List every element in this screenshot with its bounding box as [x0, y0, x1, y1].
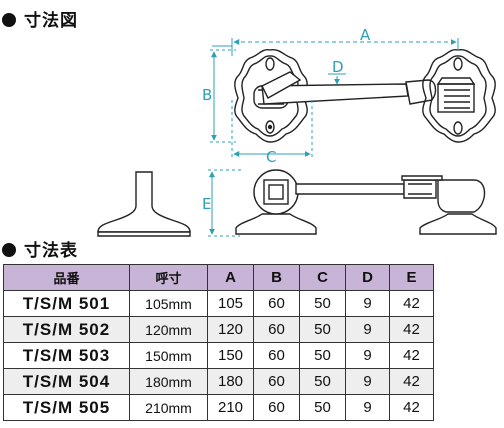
cell-b: 60 — [253, 368, 300, 395]
cell-d: 9 — [345, 316, 390, 343]
bullet-icon — [2, 243, 16, 257]
side-profile-left — [97, 171, 191, 237]
cell-e: 42 — [389, 368, 434, 395]
bullet-icon — [2, 13, 16, 27]
table-row: T/S/M 502 120mm 120 60 50 9 42 — [3, 316, 434, 343]
section-heading-table: 寸法表 — [2, 236, 78, 261]
cell-nominal-size: 105mm — [129, 290, 208, 317]
section-title: 寸法表 — [24, 241, 78, 261]
dimension-drawing: A B C D E — [97, 26, 497, 237]
cell-a: 120 — [207, 316, 254, 343]
section-title: 寸法図 — [24, 11, 78, 31]
cell-b: 60 — [253, 316, 300, 343]
cell-d: 9 — [345, 368, 390, 395]
header-b: B — [253, 264, 300, 291]
table-row: T/S/M 504 180mm 180 60 50 9 42 — [3, 368, 434, 395]
dimension-label-b: B — [202, 86, 212, 104]
right-plate-top-view — [422, 48, 496, 143]
cell-a: 180 — [207, 368, 254, 395]
dimension-label-c: C — [266, 148, 276, 166]
cell-c: 50 — [299, 394, 346, 421]
dimension-lines-top — [210, 38, 459, 158]
cell-nominal-size: 150mm — [129, 342, 208, 369]
header-a: A — [207, 264, 254, 291]
header-part-number: 品番 — [3, 264, 130, 291]
cell-a: 210 — [207, 394, 254, 421]
cell-b: 60 — [253, 394, 300, 421]
cell-part-number: T/S/M 504 — [3, 368, 130, 395]
cell-d: 9 — [345, 290, 390, 317]
cell-part-number: T/S/M 505 — [3, 394, 130, 421]
cell-e: 42 — [389, 290, 434, 317]
cell-part-number: T/S/M 503 — [3, 342, 130, 369]
table-header-row: 品番 呼寸 A B C D E — [3, 264, 434, 291]
cell-part-number: T/S/M 502 — [3, 316, 130, 343]
header-c: C — [299, 264, 346, 291]
header-e: E — [389, 264, 434, 291]
cell-a: 150 — [207, 342, 254, 369]
cell-part-number: T/S/M 501 — [3, 290, 130, 317]
dimension-label-e: E — [202, 195, 211, 213]
cell-c: 50 — [299, 342, 346, 369]
dimension-line-e — [208, 169, 244, 237]
cell-c: 50 — [299, 290, 346, 317]
cell-e: 42 — [389, 342, 434, 369]
table-row: T/S/M 505 210mm 210 60 50 9 42 — [3, 394, 434, 421]
cell-nominal-size: 210mm — [129, 394, 208, 421]
table-row: T/S/M 503 150mm 150 60 50 9 42 — [3, 342, 434, 369]
cell-c: 50 — [299, 368, 346, 395]
dimension-label-a: A — [360, 26, 371, 44]
cell-b: 60 — [253, 342, 300, 369]
dimension-label-d: D — [332, 58, 344, 76]
cell-c: 50 — [299, 316, 346, 343]
cell-d: 9 — [345, 394, 390, 421]
cell-b: 60 — [253, 290, 300, 317]
cell-e: 42 — [389, 394, 434, 421]
cell-a: 105 — [207, 290, 254, 317]
header-nominal-size: 呼寸 — [129, 264, 208, 291]
cell-nominal-size: 180mm — [129, 368, 208, 395]
section-heading-dimensions: 寸法図 — [2, 6, 78, 31]
cell-e: 42 — [389, 316, 434, 343]
cell-d: 9 — [345, 342, 390, 369]
dimension-table: 品番 呼寸 A B C D E T/S/M 501 105mm 105 60 5… — [3, 264, 434, 421]
side-view-assembly — [235, 169, 497, 235]
table-row: T/S/M 501 105mm 105 60 50 9 42 — [3, 290, 434, 317]
header-d: D — [345, 264, 390, 291]
hook-arm-top-view — [261, 71, 437, 105]
cell-nominal-size: 120mm — [129, 316, 208, 343]
